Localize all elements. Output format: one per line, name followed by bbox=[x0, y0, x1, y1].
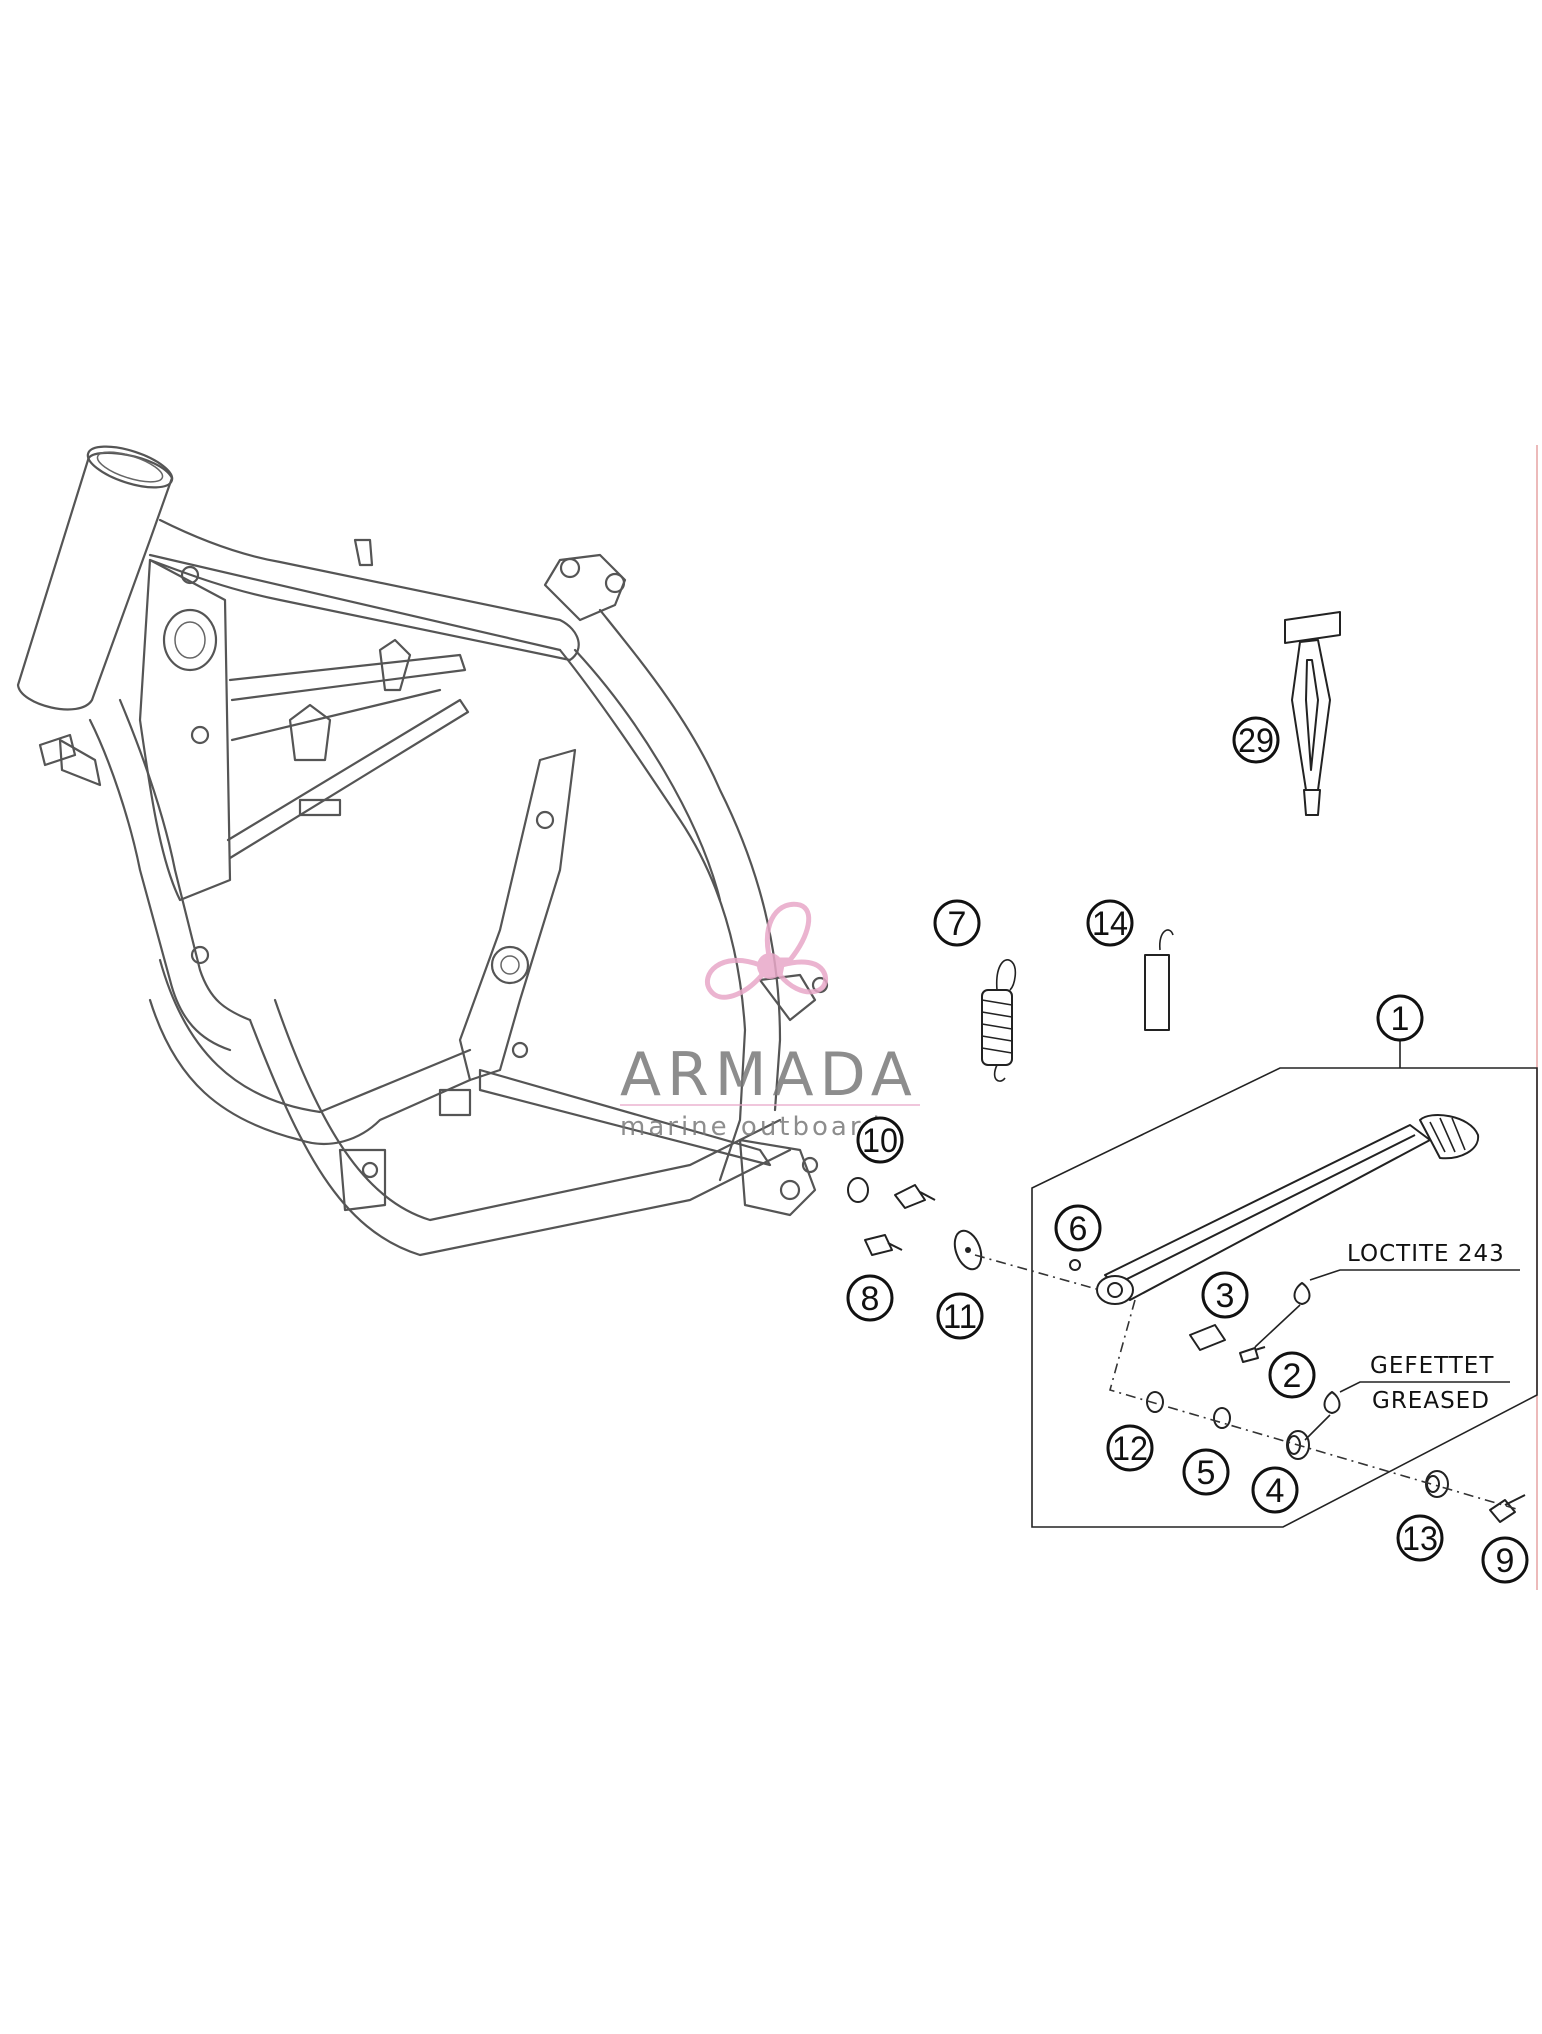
part-5-oring bbox=[1213, 1407, 1231, 1429]
callout-10: 10 bbox=[856, 1116, 904, 1164]
callout-3: 3 bbox=[1201, 1271, 1249, 1319]
part-1-side-stand bbox=[1096, 1114, 1480, 1305]
svg-text:11: 11 bbox=[943, 1298, 977, 1336]
part-6-ball bbox=[1069, 1259, 1081, 1271]
part-13-bushing bbox=[1425, 1470, 1449, 1498]
loctite-drop-icon bbox=[1293, 1282, 1311, 1305]
callout-8: 8 bbox=[846, 1274, 894, 1322]
svg-text:3: 3 bbox=[1216, 1277, 1235, 1315]
greased-leader bbox=[1339, 1381, 1510, 1393]
callout-14: 14 bbox=[1086, 899, 1134, 947]
part-29-tool bbox=[1284, 611, 1341, 816]
svg-text:14: 14 bbox=[1092, 905, 1128, 943]
svg-text:7: 7 bbox=[948, 905, 967, 943]
callout-5: 5 bbox=[1182, 1448, 1230, 1496]
propeller-logo-icon bbox=[705, 901, 828, 1000]
part-2-screw bbox=[1239, 1346, 1266, 1363]
callout-7: 7 bbox=[933, 899, 981, 947]
part-7-spring bbox=[981, 959, 1017, 1082]
svg-text:13: 13 bbox=[1402, 1520, 1438, 1558]
svg-text:2: 2 bbox=[1283, 1357, 1302, 1395]
callout-2: 2 bbox=[1268, 1351, 1316, 1399]
note-loctite: LOCTITE 243 bbox=[1347, 1241, 1505, 1267]
assembly-axis-drop bbox=[1109, 1299, 1521, 1511]
callout-12: 12 bbox=[1106, 1424, 1154, 1472]
part-9-screw bbox=[1489, 1494, 1526, 1523]
svg-text:6: 6 bbox=[1069, 1210, 1088, 1248]
screw-loctite-leader bbox=[1254, 1304, 1301, 1348]
svg-text:5: 5 bbox=[1197, 1454, 1216, 1492]
svg-text:8: 8 bbox=[861, 1280, 880, 1318]
callout-13: 13 bbox=[1396, 1514, 1444, 1562]
assembly-axis-main bbox=[974, 1254, 1101, 1291]
svg-text:29: 29 bbox=[1238, 722, 1274, 760]
note-greased: GREASED bbox=[1372, 1388, 1490, 1414]
loctite-leader bbox=[1309, 1269, 1520, 1281]
part-11-washer bbox=[953, 1229, 983, 1271]
svg-text:10: 10 bbox=[862, 1122, 898, 1160]
part-3-bracket bbox=[1189, 1324, 1226, 1351]
callout-9: 9 bbox=[1481, 1536, 1529, 1584]
part-14-spring bbox=[1144, 929, 1174, 1031]
watermark-subtitle: marine outboards bbox=[620, 1112, 899, 1142]
watermark: ARMADA marine outboards bbox=[620, 901, 920, 1142]
callout-1: 1 bbox=[1376, 994, 1424, 1042]
callout-4: 4 bbox=[1251, 1466, 1299, 1514]
svg-text:9: 9 bbox=[1496, 1542, 1515, 1580]
watermark-title: ARMADA bbox=[620, 1040, 918, 1110]
callout-11: 11 bbox=[936, 1292, 984, 1340]
callout-6: 6 bbox=[1054, 1204, 1102, 1252]
svg-text:12: 12 bbox=[1112, 1430, 1148, 1468]
assembly-bracket bbox=[1031, 1040, 1538, 1528]
bushing-grease-leader bbox=[1304, 1414, 1331, 1441]
motorcycle-frame bbox=[16, 445, 829, 1257]
part-10-screw bbox=[894, 1184, 936, 1209]
grease-drop-icon bbox=[1323, 1391, 1341, 1414]
callout-29: 29 bbox=[1232, 716, 1280, 764]
part-8-screw bbox=[864, 1234, 903, 1256]
part-10-oring bbox=[847, 1177, 869, 1203]
svg-text:1: 1 bbox=[1391, 1000, 1410, 1038]
svg-text:4: 4 bbox=[1266, 1472, 1285, 1510]
part-12-oring bbox=[1146, 1391, 1164, 1413]
note-gefettet: GEFETTET bbox=[1370, 1353, 1494, 1379]
